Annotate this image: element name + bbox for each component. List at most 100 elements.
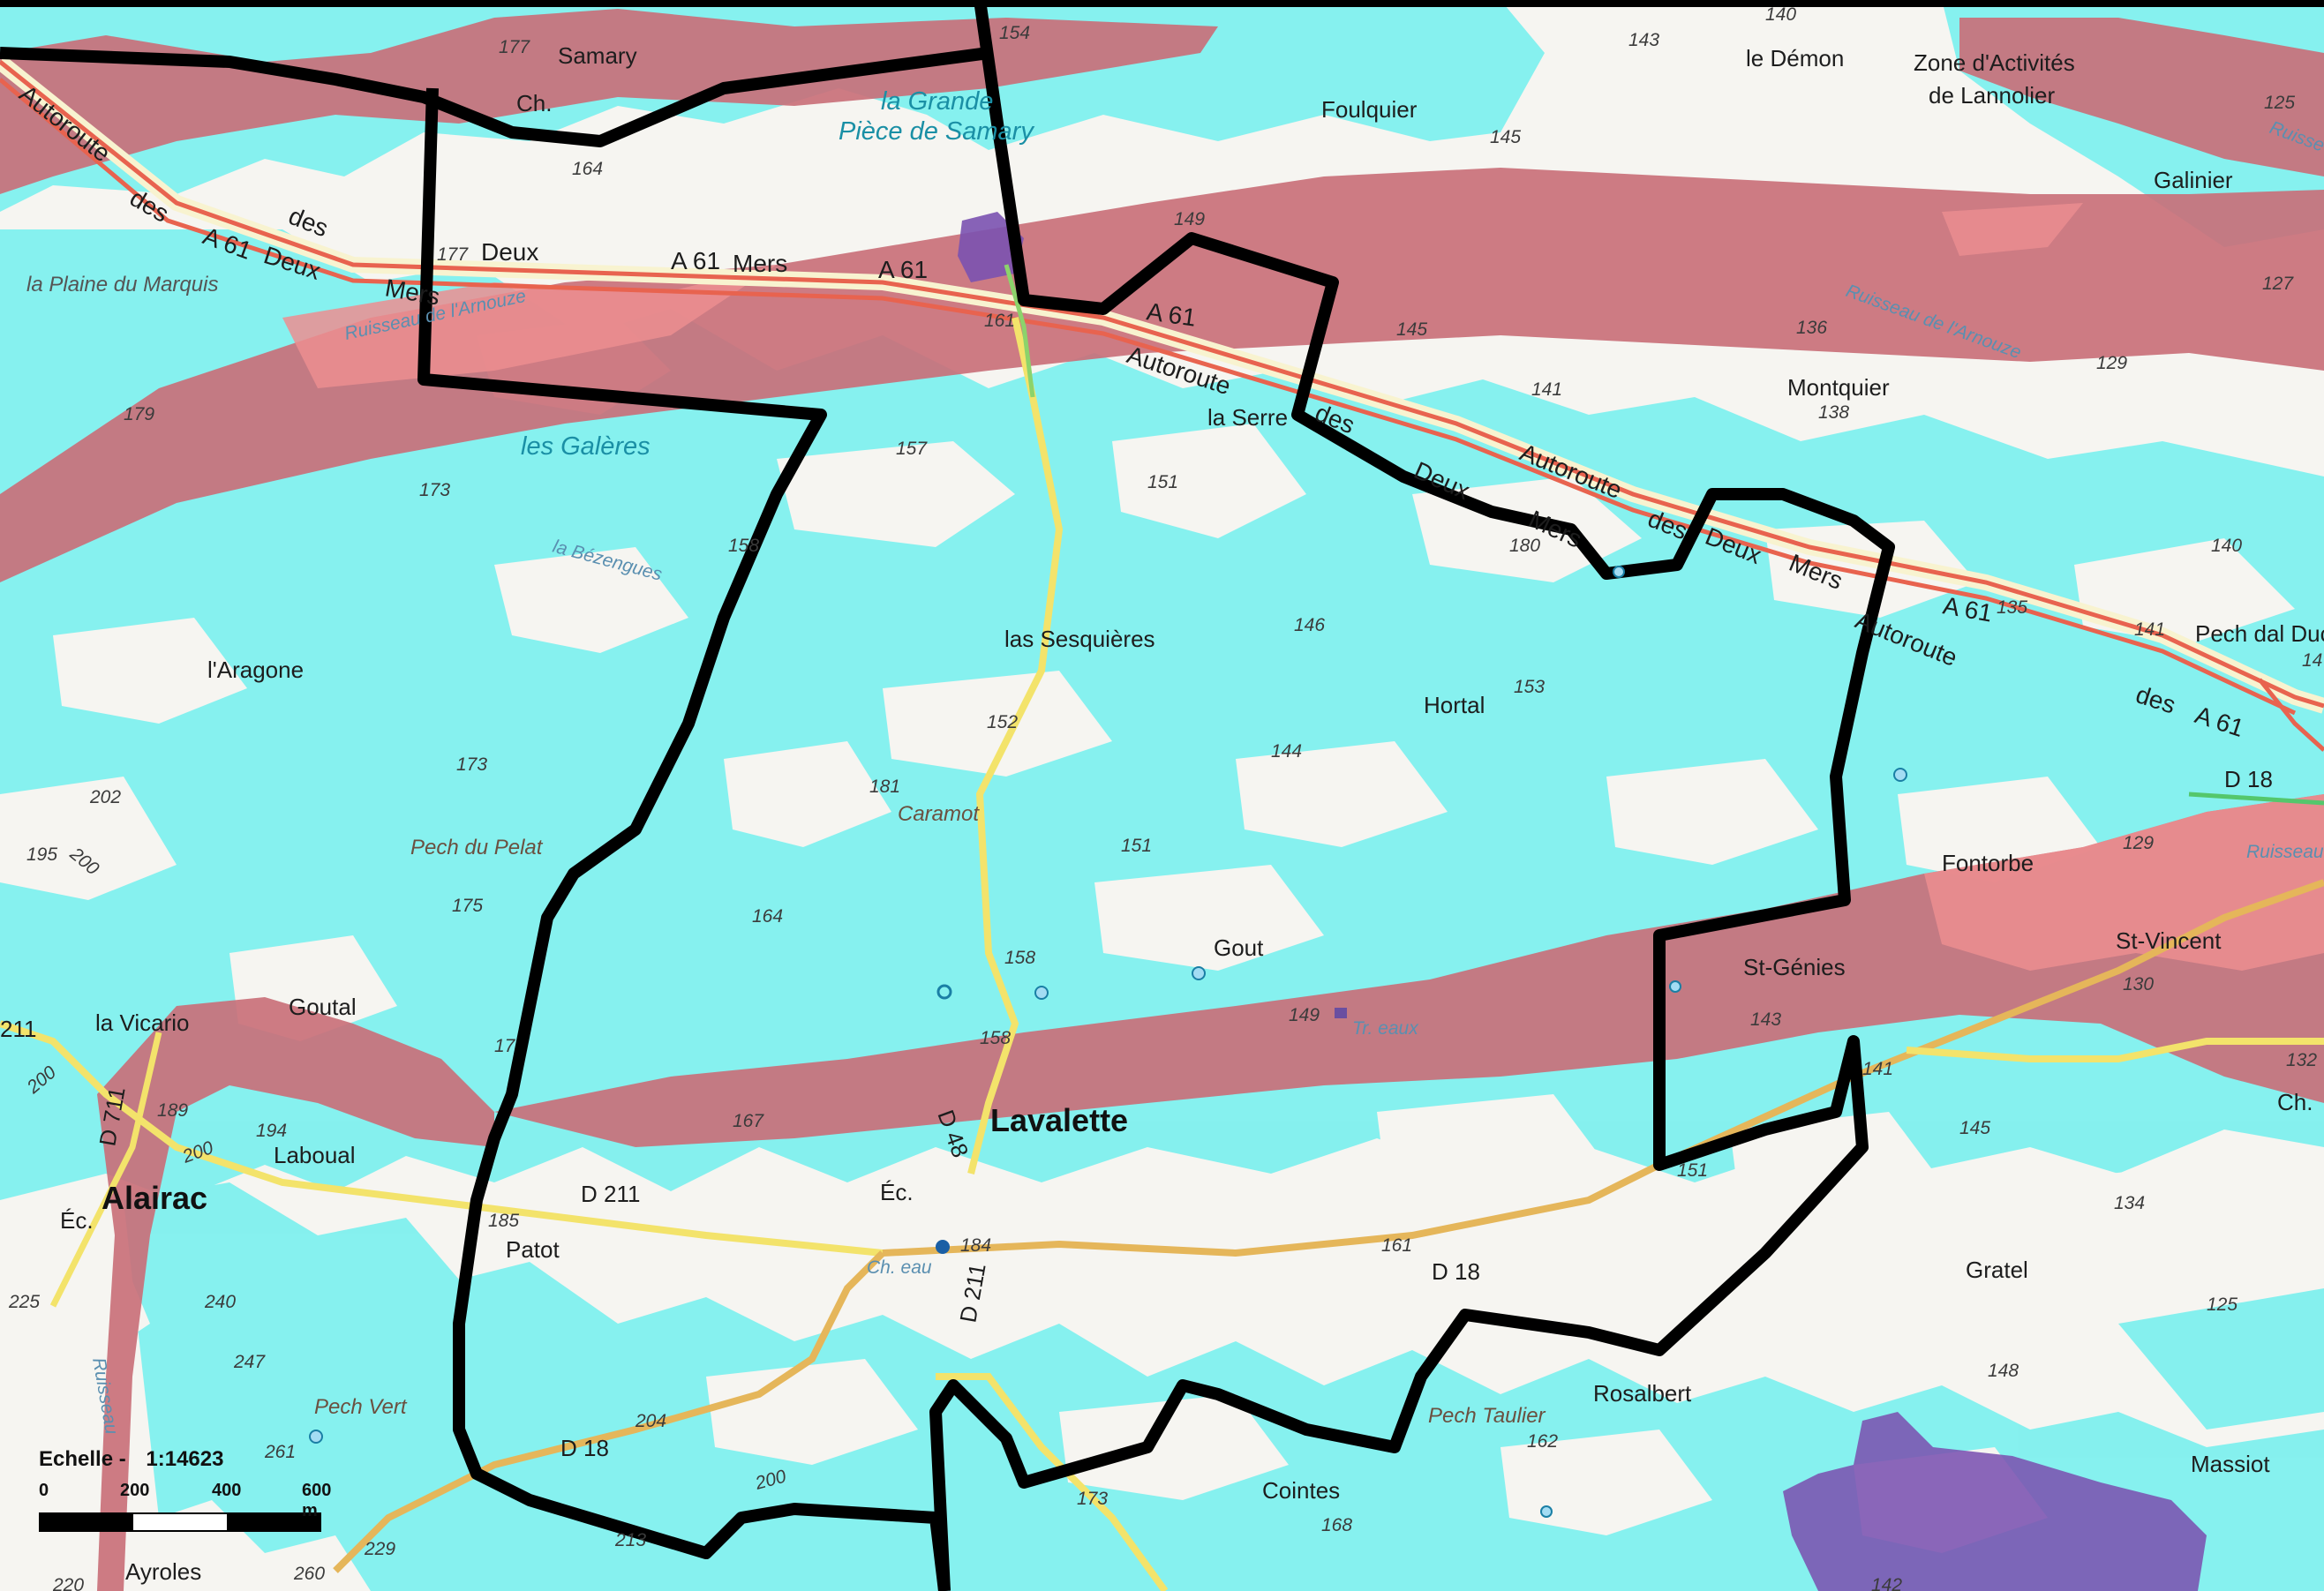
place-hortal: Hortal: [1424, 692, 1485, 718]
alt-label: 135: [1997, 597, 2027, 618]
motorway-label-mers-c: Mers: [733, 250, 787, 277]
alt-label: 173: [456, 754, 487, 775]
road-d711: [49, 1032, 162, 1308]
alt-label: 143: [1750, 1009, 1781, 1030]
alt-label: 145: [1396, 319, 1427, 340]
motorway-label-a61-c2: A 61: [878, 256, 928, 283]
road-east-d18: [2188, 792, 2324, 806]
road-d48: [967, 317, 1064, 1174]
place-st-vincent: St-Vincent: [2116, 927, 2222, 954]
road-label-d18-s: D 18: [560, 1435, 609, 1461]
alt-label: 173: [1077, 1489, 1108, 1509]
alt-label: 157: [896, 439, 928, 459]
place-ec-alairac: Éc.: [60, 1207, 94, 1234]
place-caramot: Caramot: [898, 802, 980, 826]
place-las-sesquieres: las Sesquières: [1004, 626, 1155, 652]
alt-label: 168: [1321, 1515, 1352, 1535]
alt-label: 152: [987, 712, 1018, 732]
alt-label: 132: [2286, 1050, 2317, 1070]
alt-label: 185: [488, 1211, 519, 1231]
road-label-d18-c: D 18: [1432, 1258, 1480, 1285]
alt-label: 164: [572, 159, 603, 179]
alt-label: 247: [233, 1352, 266, 1372]
alt-label: 158: [1004, 948, 1035, 968]
alt-label: 173: [419, 480, 450, 500]
alt-label: 129: [2096, 353, 2127, 373]
place-lannolier: de Lannolier: [1929, 82, 2055, 109]
alt-label: 194: [256, 1121, 287, 1141]
place-pech-dal-duc: Pech dal Duc: [2195, 620, 2324, 647]
scale-tick: 600 m: [302, 1481, 332, 1520]
alt-label: 140: [2211, 536, 2242, 556]
alt-label: 138: [1818, 402, 1849, 423]
alt-label: 177: [437, 244, 469, 265]
road-d211-south: [936, 1373, 1169, 1591]
place-samary: Samary: [558, 42, 637, 69]
point-symbols: [309, 566, 1907, 1518]
alt-label: 149: [1289, 1005, 1320, 1025]
alt-label: 161: [1381, 1235, 1412, 1256]
place-galinier: Galinier: [2154, 167, 2233, 193]
place-cointes: Cointes: [1262, 1477, 1340, 1504]
place-alairac: Alairac: [102, 1180, 207, 1216]
place-la-plaine: la Plaine du Marquis: [26, 273, 218, 296]
scale-bar: [39, 1512, 321, 1532]
motorway-a61: [0, 55, 2324, 752]
alt-label: 14: [2302, 650, 2322, 671]
place-foulquier: Foulquier: [1321, 96, 1418, 123]
place-patot: Patot: [506, 1236, 560, 1263]
alt-label: 129: [2123, 833, 2154, 853]
alt-label: 125: [2264, 93, 2295, 113]
alt-label: 162: [1527, 1431, 1558, 1452]
alt-label: 153: [1514, 677, 1545, 697]
place-ch-samary: Ch.: [516, 90, 552, 116]
map-top-border: [0, 0, 2324, 7]
scale-tick: 400: [212, 1481, 242, 1500]
commune-boundary-west: [0, 47, 989, 1591]
alt-label: 141: [1531, 379, 1562, 400]
scale-title: Echelle - 1:14623: [39, 1447, 321, 1472]
alt-label: 180: [1509, 536, 1540, 556]
alt-label: 158: [728, 536, 759, 556]
alt-label: 134: [2114, 1193, 2145, 1213]
alt-label: 204: [635, 1411, 666, 1431]
alt-label: 143: [1628, 30, 1659, 50]
hazard-zone-layer: [0, 9, 2324, 1591]
scale-ratio: 1:14623: [146, 1447, 224, 1471]
road-d18-far-east: [1906, 1038, 2324, 1062]
motorway-label-deux-w2: Deux: [481, 238, 538, 266]
alt-label: 130: [2123, 974, 2154, 994]
place-piece-samary: Pièce de Samary: [839, 117, 1034, 146]
place-ch-eau: Ch. eau: [867, 1257, 932, 1278]
alt-label: 179: [124, 404, 154, 424]
road-d211-west: [0, 1020, 884, 1257]
road-label-d18-e: D 18: [2224, 766, 2273, 792]
alt-label: 136: [1796, 318, 1827, 338]
alt-label: 154: [999, 23, 1030, 43]
alt-label: 148: [1988, 1361, 2019, 1381]
alt-label: 260: [293, 1564, 325, 1584]
commune-boundary: [929, 0, 1895, 1591]
place-pech-taulier: Pech Taulier: [1428, 1404, 1546, 1428]
stream-ruisseau-se: Ruisseau: [2246, 842, 2324, 862]
alt-label: 161: [984, 311, 1015, 331]
place-zone-activites: Zone d'Activités: [1914, 49, 2075, 76]
alt-label: 151: [1121, 836, 1152, 856]
road-d18-south: [333, 1250, 885, 1573]
alt-label: 195: [26, 844, 57, 865]
place-la-vicario: la Vicario: [95, 1009, 189, 1036]
place-rosalbert: Rosalbert: [1593, 1380, 1692, 1407]
alt-label: 184: [960, 1235, 991, 1256]
place-ayroles: Ayroles: [125, 1558, 201, 1585]
alt-label: 202: [89, 787, 121, 807]
place-les-galeres: les Galères: [521, 432, 651, 461]
motorway-label-a61-c: A 61: [671, 247, 720, 274]
alt-label: 225: [8, 1292, 40, 1312]
place-pech-du-pelat: Pech du Pelat: [410, 836, 544, 859]
place-pech-vert: Pech Vert: [314, 1395, 408, 1419]
place-lavalette: Lavalette: [990, 1102, 1128, 1138]
scale-tick: 200: [120, 1481, 150, 1500]
alt-label: 164: [752, 906, 783, 927]
place-goutal: Goutal: [289, 994, 357, 1020]
